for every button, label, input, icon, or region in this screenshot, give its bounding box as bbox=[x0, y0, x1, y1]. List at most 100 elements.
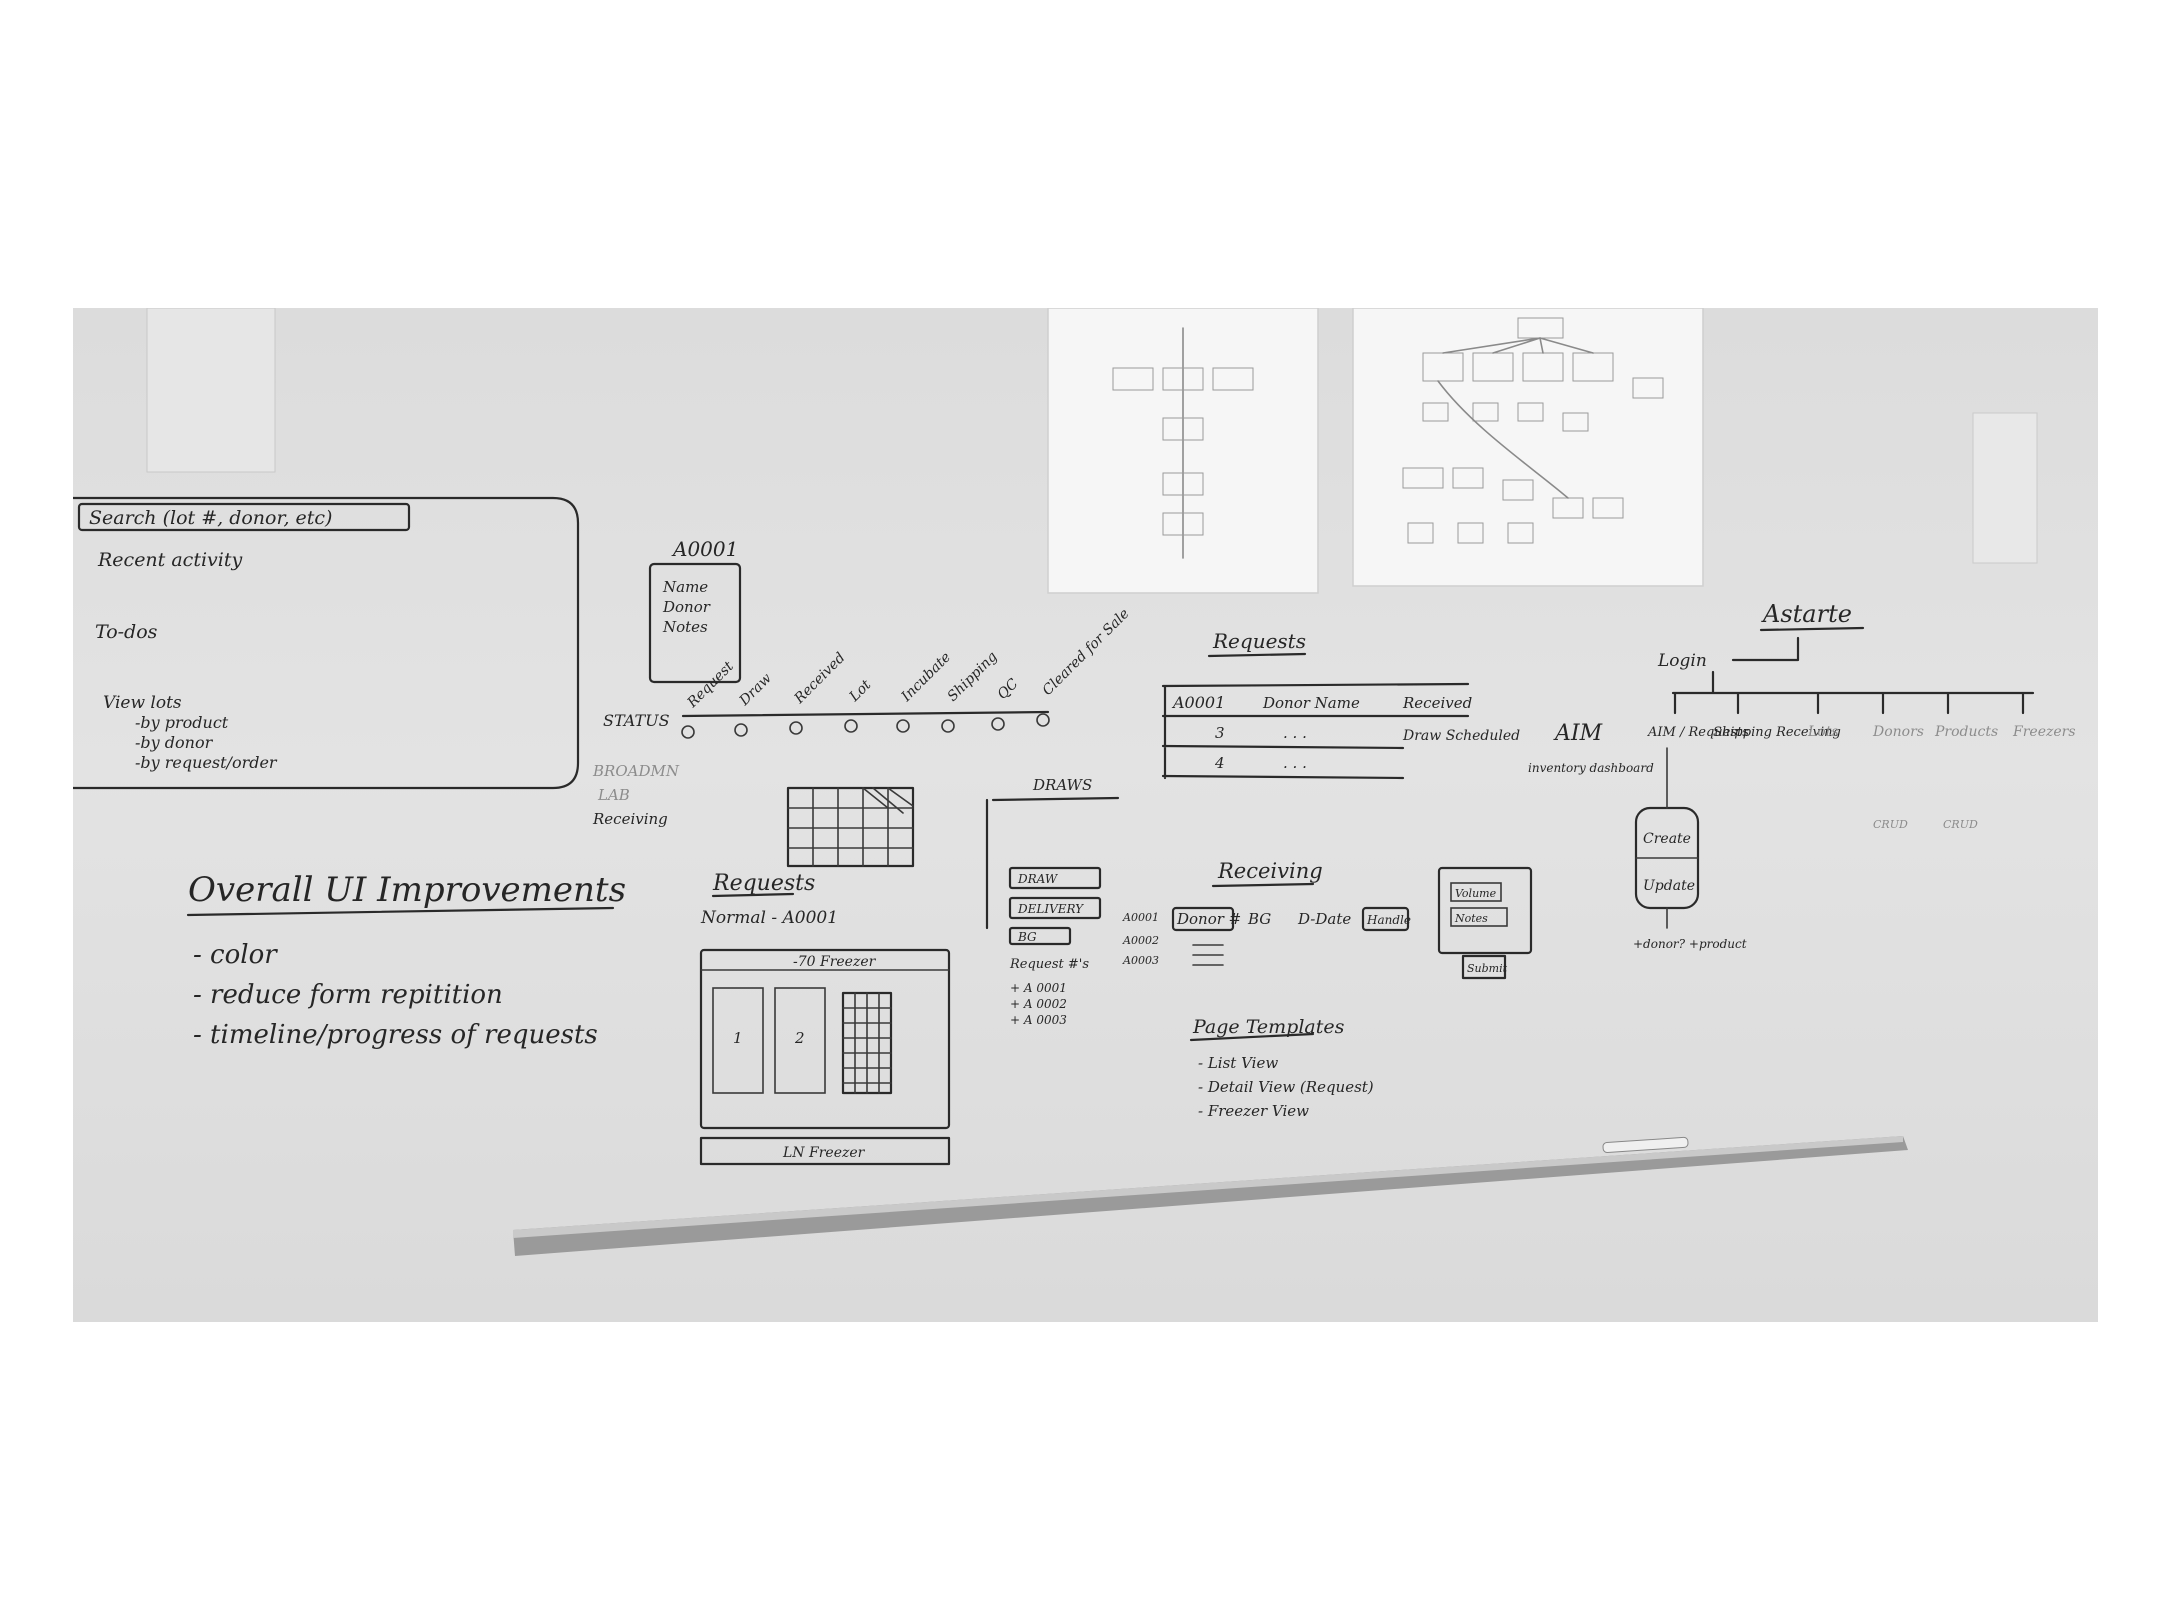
draws-list-title: Request #'s bbox=[1009, 957, 1089, 972]
marker[interactable] bbox=[1602, 1136, 1689, 1154]
receiving-side-button: Volume bbox=[1455, 887, 1497, 900]
sitemap-sketch: Astarte Login AIM / Requests Shipping Re… bbox=[1633, 600, 2076, 951]
sitemap-sub-note: +donor? +product bbox=[1633, 937, 1747, 951]
lot-card-line: Donor bbox=[662, 598, 711, 616]
improvement-item: - timeline/progress of requests bbox=[193, 1020, 598, 1050]
receiving-column: Donor # bbox=[1176, 910, 1241, 928]
whiteboard-canvas: Search (lot #, donor, etc) Recent activi… bbox=[73, 308, 2076, 1256]
freezer-grid-sketch bbox=[786, 786, 915, 868]
sitemap-title: Astarte bbox=[1761, 600, 1852, 628]
whiteboard-photo: Search (lot #, donor, etc) Recent activi… bbox=[73, 308, 2098, 1322]
view-lots-by-request: -by request/order bbox=[135, 753, 278, 772]
status-stage: Cleared for Sale bbox=[1040, 606, 1133, 699]
posted-sheet-sitemap bbox=[1352, 308, 1704, 587]
timeline-side-label: Receiving bbox=[592, 810, 668, 828]
slot-2: 2 bbox=[794, 1029, 805, 1047]
sitemap-branch: AIM / Requests bbox=[1647, 725, 1749, 740]
freezer-header-label: -70 Freezer bbox=[793, 954, 877, 970]
receiving-side-button: Notes bbox=[1454, 912, 1488, 925]
sitemap-branch: Donors bbox=[1872, 724, 1924, 740]
draws-list-item: + A 0002 bbox=[1010, 997, 1067, 1011]
status-stage: Received bbox=[791, 650, 849, 708]
receiving-side-button: Submit bbox=[1467, 962, 1508, 975]
todos-label: To-dos bbox=[95, 621, 158, 643]
receiving-title: Receiving bbox=[1217, 859, 1323, 883]
overall-ui-improvements-notes: Overall UI Improvements - color - reduce… bbox=[186, 870, 626, 1050]
lot-card-line: Notes bbox=[662, 618, 708, 636]
draws-sketch: DRAWS DRAW DELIVERY BG Request #'s + A 0… bbox=[985, 776, 1120, 1027]
requests-cell: A0001 bbox=[1171, 693, 1225, 712]
view-lots-label: View lots bbox=[103, 693, 182, 713]
wall-panel-left bbox=[146, 308, 276, 473]
improvement-item: - reduce form repitition bbox=[193, 980, 503, 1010]
page-template-item: - Detail View (Request) bbox=[1198, 1078, 1374, 1096]
sitemap-sub-action: Create bbox=[1643, 831, 1691, 847]
receiving-column: BG bbox=[1247, 910, 1271, 928]
draws-title: DRAWS bbox=[1032, 776, 1092, 794]
requests-table-sketch: Requests A0001 Donor Name Received 3 . .… bbox=[1161, 629, 1520, 780]
requests-table-title: Requests bbox=[1212, 629, 1306, 653]
search-box-sketch bbox=[77, 502, 411, 532]
donors-sub: CRUD bbox=[1873, 818, 1908, 831]
requests-cell: . . . bbox=[1283, 724, 1307, 742]
requests-cell: 4 bbox=[1214, 754, 1225, 772]
ln-freezer-label: LN Freezer bbox=[782, 1145, 866, 1161]
aim-note: AIM inventory dashboard bbox=[1528, 721, 1654, 775]
sitemap-sub-action: Update bbox=[1643, 878, 1695, 894]
receiving-sketch: Receiving A0001 A0002 A0003 Donor # BG D… bbox=[1122, 859, 1533, 980]
sitemap-branch: Lots bbox=[1807, 724, 1839, 740]
status-stage: Shipping bbox=[945, 649, 1001, 705]
page-template-item: - Freezer View bbox=[1198, 1102, 1309, 1120]
receiving-column: Handle bbox=[1366, 913, 1411, 927]
aim-subtitle: inventory dashboard bbox=[1528, 761, 1654, 775]
receiving-row-label: A0003 bbox=[1122, 954, 1159, 967]
draws-list-item: + A 0003 bbox=[1010, 1013, 1067, 1027]
view-lots-by-donor: -by donor bbox=[135, 733, 214, 752]
sitemap-root: Login bbox=[1657, 651, 1707, 671]
lot-card-title: A0001 bbox=[671, 537, 738, 561]
requests-cell: Received bbox=[1402, 694, 1472, 712]
requests-cell: . . . bbox=[1283, 754, 1307, 772]
page-templates-title: Page Templates bbox=[1192, 1016, 1345, 1038]
overall-ui-title: Overall UI Improvements bbox=[188, 870, 626, 910]
home-screen-sketch: Search (lot #, donor, etc) Recent activi… bbox=[73, 496, 580, 790]
recent-activity-label: Recent activity bbox=[97, 549, 242, 571]
slot-1: 1 bbox=[733, 1029, 743, 1047]
requests-cell: Donor Name bbox=[1262, 694, 1360, 712]
status-stage: Lot bbox=[846, 677, 875, 706]
view-lots-by-product: -by product bbox=[135, 713, 229, 732]
status-stage: Request bbox=[684, 658, 737, 711]
status-stage: Incubate bbox=[898, 649, 954, 705]
posted-sheet-flowchart bbox=[1047, 308, 1319, 594]
receiving-row-label: A0002 bbox=[1122, 934, 1159, 947]
aim-title: AIM bbox=[1553, 721, 1603, 746]
requests-cell: Draw Scheduled bbox=[1402, 728, 1520, 744]
page-templates-notes: Page Templates - List View - Detail View… bbox=[1189, 1016, 1374, 1120]
draws-list-item: + A 0001 bbox=[1010, 981, 1067, 995]
sitemap-branch: Freezers bbox=[2012, 724, 2076, 740]
lot-card-line: Name bbox=[662, 578, 708, 596]
status-label: STATUS bbox=[603, 711, 670, 730]
requests-detail-sketch: Requests Normal - A0001 -70 Freezer 1 2 … bbox=[699, 871, 951, 1166]
timeline-side-label: LAB bbox=[597, 786, 630, 804]
page-template-item: - List View bbox=[1198, 1054, 1278, 1072]
receiving-row-label: A0001 bbox=[1122, 911, 1159, 924]
marker-tray bbox=[513, 1136, 1908, 1256]
search-label: Search (lot #, donor, etc) bbox=[89, 507, 332, 529]
draws-button: BG bbox=[1017, 930, 1037, 944]
products-sub: CRUD bbox=[1943, 818, 1978, 831]
requests-cell: 3 bbox=[1215, 724, 1225, 742]
draws-button: DELIVERY bbox=[1017, 902, 1084, 916]
draws-button: DRAW bbox=[1017, 872, 1059, 886]
improvement-item: - color bbox=[193, 940, 278, 970]
sitemap-branch: Shipping Receiving bbox=[1713, 725, 1841, 740]
receiving-column: D-Date bbox=[1297, 910, 1351, 928]
lot-card-sketch: A0001 Name Donor Notes bbox=[648, 537, 742, 684]
status-stage: QC bbox=[995, 676, 1022, 703]
status-stage: Draw bbox=[736, 670, 775, 709]
timeline-side-label: BROADMN bbox=[592, 762, 680, 780]
requests-detail-title: Requests bbox=[712, 871, 815, 896]
requests-detail-subtitle: Normal - A0001 bbox=[700, 908, 838, 928]
wall-panel-right bbox=[1972, 412, 2038, 564]
sitemap-branch: Products bbox=[1934, 724, 1998, 740]
